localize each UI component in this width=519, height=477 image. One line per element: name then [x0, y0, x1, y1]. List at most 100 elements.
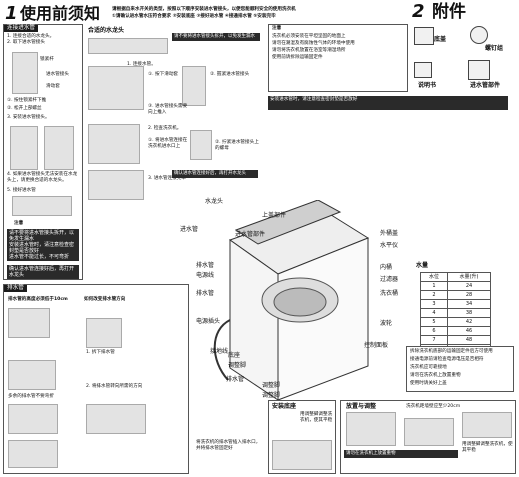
tap-illustration-2: [44, 126, 74, 170]
part-foot-bottom-2: 调整脚: [262, 392, 281, 399]
water-table: 水位 水量(升) 124 228 334 438 542 646 748 851: [420, 272, 491, 354]
inlet-label-lever: 锁紧杆: [40, 57, 54, 62]
mid-connector-illustration-1: [88, 66, 144, 110]
warning-3: 进水管不能过长，不可弯折: [7, 253, 79, 261]
accessory-inlet-parts: 进水管部件: [470, 82, 501, 89]
drain-illustration-2: [86, 318, 122, 348]
drain-illustration-3: [8, 360, 56, 390]
mid-connector-illustration-2: [182, 66, 206, 106]
table-cell: 42: [447, 317, 491, 327]
part-foot-bottom: 调整脚: [262, 382, 281, 389]
mid-step-3b: ②. 拧紧进水管接头上的螺母: [215, 140, 259, 151]
mid-step-3a: ①. 将进水管连接在洗衣机进水口上: [148, 138, 188, 149]
accessory-base-cover: 底盖: [434, 36, 447, 43]
inlet-step-4: 4. 如果进水管接头无法安装在水龙头上，请更换合适的水龙头。: [7, 172, 78, 183]
mid-connector-illustration-3: [88, 124, 140, 164]
table-cell: 38: [447, 308, 491, 318]
part-drain-hose: 排水管: [196, 262, 215, 269]
inlet-step-2: 2. 取下进水管接头: [7, 40, 46, 45]
table-cell: 4: [420, 308, 448, 318]
level-note-2: 用调整脚调整洗衣机，使其平稳: [462, 442, 513, 453]
mid-step-1c: ③. 进水管接头需要向上推入: [148, 104, 188, 115]
level-caution: 请勿在洗衣机上放置重物: [344, 450, 458, 458]
inlet-label-sleeve: 滑动套: [46, 84, 60, 89]
right-list-1: 拆除洗衣机底部的运输固定件后方可使用: [410, 349, 493, 354]
notes-heading: 注意: [272, 26, 282, 31]
right-list-4: 请勿在洗衣机上放置重物: [410, 373, 461, 378]
base-cover-icon: [414, 27, 434, 45]
base-install-illustration: [272, 440, 332, 470]
page-title: 使用前须知: [20, 4, 101, 23]
mid-note: 确认进水管连接好后，再打开水龙头: [172, 170, 258, 178]
part-outer-lid: 外桶盖: [380, 230, 399, 237]
note-3: 请勿将洗衣机放置在浴室等潮湿场所: [272, 48, 346, 53]
level-title: 放置与调整: [346, 403, 377, 410]
part-plug: 电源插头: [196, 318, 221, 325]
table-cell: 24: [447, 281, 491, 291]
level-illustration-3: [462, 412, 512, 438]
part-level: 水平仪: [380, 242, 399, 249]
notes-panel: [268, 24, 408, 92]
inlet-step-1: 1. 连接合适的水龙头。: [7, 34, 55, 39]
right-list-3: 洗衣机应可靠接地: [410, 365, 447, 370]
part-control-panel: 控制面板: [364, 342, 389, 349]
drain-illustration-1: [8, 308, 50, 338]
table-cell: 1: [420, 281, 448, 291]
inlet-step-3: 3. 安装进水管接头。: [7, 115, 50, 120]
warning-1: 请不要将进水管接头拆开，以免发生漏水: [7, 229, 79, 243]
table-cell: 5: [420, 317, 448, 327]
table-cell: 28: [447, 290, 491, 300]
inlet-step-5: 5. 接好进水管: [7, 188, 36, 193]
tap-note: 请不要将进水管接头拆开，以免发生漏水: [172, 33, 260, 41]
inlet-step-2b: ②. 松开上部螺丝: [7, 106, 42, 111]
mid-step-2: 2. 检查洗衣机。: [148, 126, 182, 131]
accessory-title: 附件: [432, 2, 466, 22]
drain-hose-header: 排水管: [4, 285, 27, 292]
table-cell: 34: [447, 299, 491, 309]
base-install-title: 安装底座: [272, 403, 297, 410]
inlet-hose-header: 连接进水管: [4, 25, 38, 32]
drain-illustration-5: [86, 404, 146, 434]
part-pulsator: 波轮: [380, 320, 393, 327]
accessory-screws: 螺钉组: [485, 45, 504, 52]
drain-step-2: 2. 将排水管转向所需的方向: [86, 384, 143, 389]
table-header: 水位: [420, 272, 448, 282]
mid-connector-illustration-5: [88, 170, 144, 200]
accessory-manual: 说明书: [418, 82, 437, 89]
right-list-5: 使用时请关好上盖: [410, 381, 447, 386]
table-cell: 46: [447, 326, 491, 336]
table-cell: 3: [420, 299, 448, 309]
mid-step-1b: ②. 握紧进水管接头: [210, 72, 250, 77]
inlet-step-2a: ①. 按住锁紧杆下推: [7, 98, 47, 103]
inlet-parts-icon: [468, 60, 490, 80]
accessory-number: 2: [412, 1, 425, 22]
drain-illustration-6: [8, 440, 58, 468]
manual-icon: [414, 62, 432, 78]
level-note: 洗衣机距墙壁应至少20cm: [406, 404, 461, 409]
part-tub: 洗衣桶: [380, 290, 399, 297]
part-power-cord: 电源线: [196, 272, 215, 279]
inlet-label-connector: 进水管接头: [46, 72, 69, 77]
table-header: 水量(升): [447, 272, 491, 282]
title-number: 1: [5, 3, 18, 24]
part-tap: 水龙头: [205, 198, 224, 205]
mid-step-1: 1. 连接水管。: [127, 62, 156, 67]
water-table-title: 水量: [416, 262, 429, 269]
base-install-note: 用调整脚调整洗衣机，使其平稳: [300, 412, 333, 423]
note-1: 洗衣机必须安装在平坦坚固的地面上: [272, 34, 346, 39]
right-list-panel: [406, 346, 514, 392]
part-drain-hose-2: 排水管: [196, 290, 215, 297]
part-base: 底座: [228, 352, 241, 359]
note-2: 请勿在潮湿及有腐蚀性气体的环境中使用: [272, 41, 355, 46]
caution-banner: 安装进水管时，请注意检查密封垫是否放好: [268, 96, 508, 110]
intro-line-1: 请根据自来水开关的类型，按照以下顺序安装进水管接头，以便您能顺利安全的使用洗衣机: [112, 7, 296, 12]
part-foot: 调整脚: [228, 362, 247, 369]
note-4: 使用前请拆除运输固定件: [272, 55, 323, 60]
intro-line-2: ①请确认进水管水压符合要求 ②安装底座 ③接好进水管 ④接通排水管 ⑤安装完毕: [112, 14, 276, 19]
center-bottom-note: 将洗衣机的排水管插入排水口，并将排水管固定好: [196, 440, 261, 451]
